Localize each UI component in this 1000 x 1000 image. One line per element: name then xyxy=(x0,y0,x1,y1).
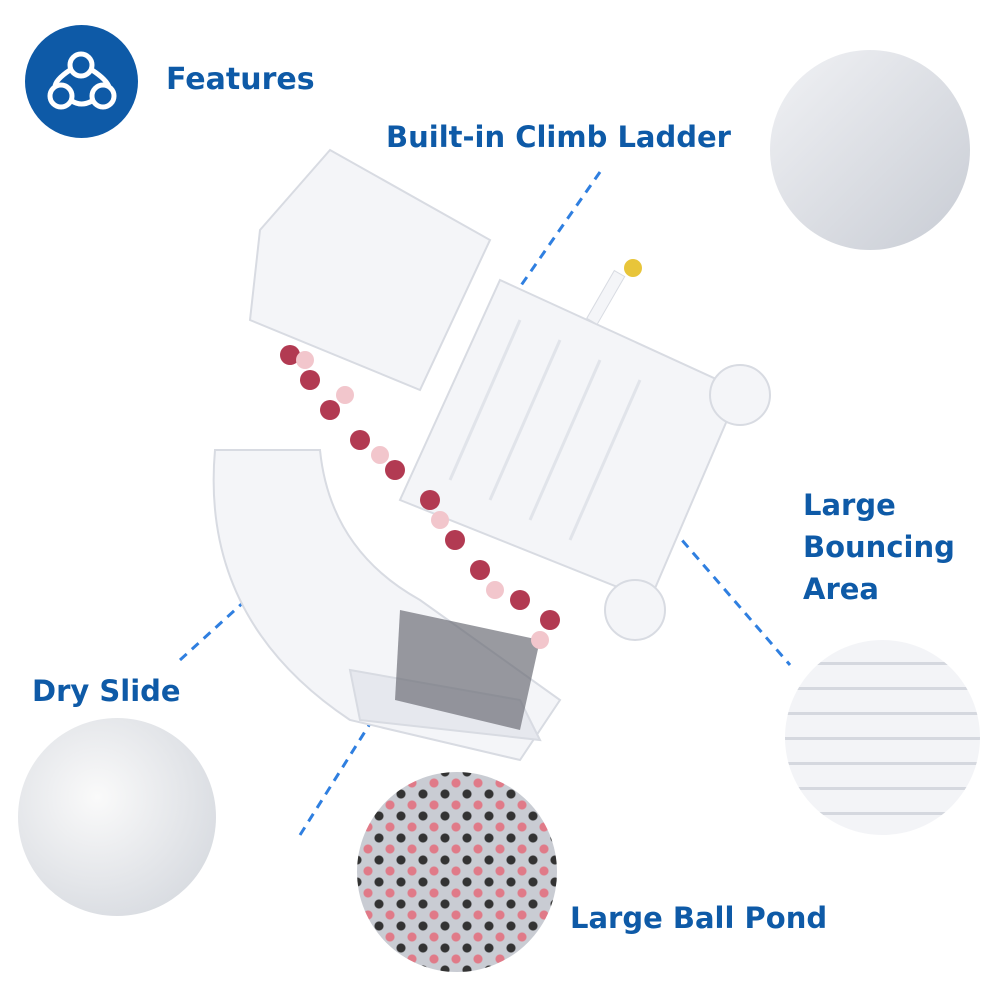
ladder-label: Built-in Climb Ladder xyxy=(386,120,731,154)
features-title: Features xyxy=(166,62,315,97)
bouncing-label-line: Bouncing xyxy=(803,530,955,565)
slide-label: Dry Slide xyxy=(32,674,181,708)
network-icon xyxy=(47,51,117,110)
ballpond-leader xyxy=(298,659,412,836)
features-badge xyxy=(25,25,138,138)
ballpond-photo xyxy=(357,772,557,972)
bouncing-label: Large Bouncing Area xyxy=(803,484,955,610)
bouncing-photo xyxy=(785,640,980,835)
bouncing-label-line: Area xyxy=(803,572,879,607)
slide-leader xyxy=(178,558,292,662)
slide-photo xyxy=(18,718,216,916)
ballpond-label: Large Ball Pond xyxy=(570,901,828,935)
bouncing-label-line: Large xyxy=(803,488,896,522)
ladder-photo xyxy=(770,50,970,250)
